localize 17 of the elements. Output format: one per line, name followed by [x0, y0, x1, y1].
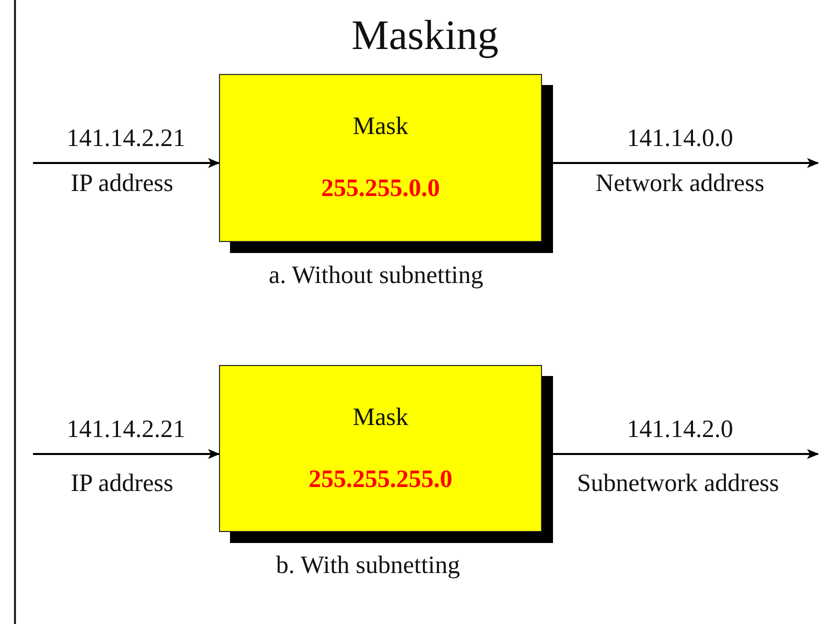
edge-label: 141.14.2.0 [626, 416, 734, 444]
address-label: IP address [70, 470, 174, 498]
edge-label: 141.14.2.21 [66, 416, 186, 444]
address-label: IP address [70, 170, 174, 198]
arrow [33, 449, 220, 459]
address-label: Subnetwork address [576, 470, 780, 498]
diagram-title: Masking [350, 12, 500, 60]
box-heading: Mask [352, 404, 410, 432]
box-heading: Mask [352, 113, 410, 141]
mask-value: 255.255.0.0 [320, 175, 441, 203]
edge-label: 141.14.0.0 [626, 125, 734, 153]
edge-label: 141.14.2.21 [66, 125, 186, 153]
box-caption: a. Without subnetting [268, 262, 484, 290]
box-caption: b. With subnetting [276, 552, 460, 580]
arrow [33, 158, 220, 168]
address-label: Network address [596, 170, 764, 198]
mask-value: 255.255.255.0 [308, 466, 454, 494]
